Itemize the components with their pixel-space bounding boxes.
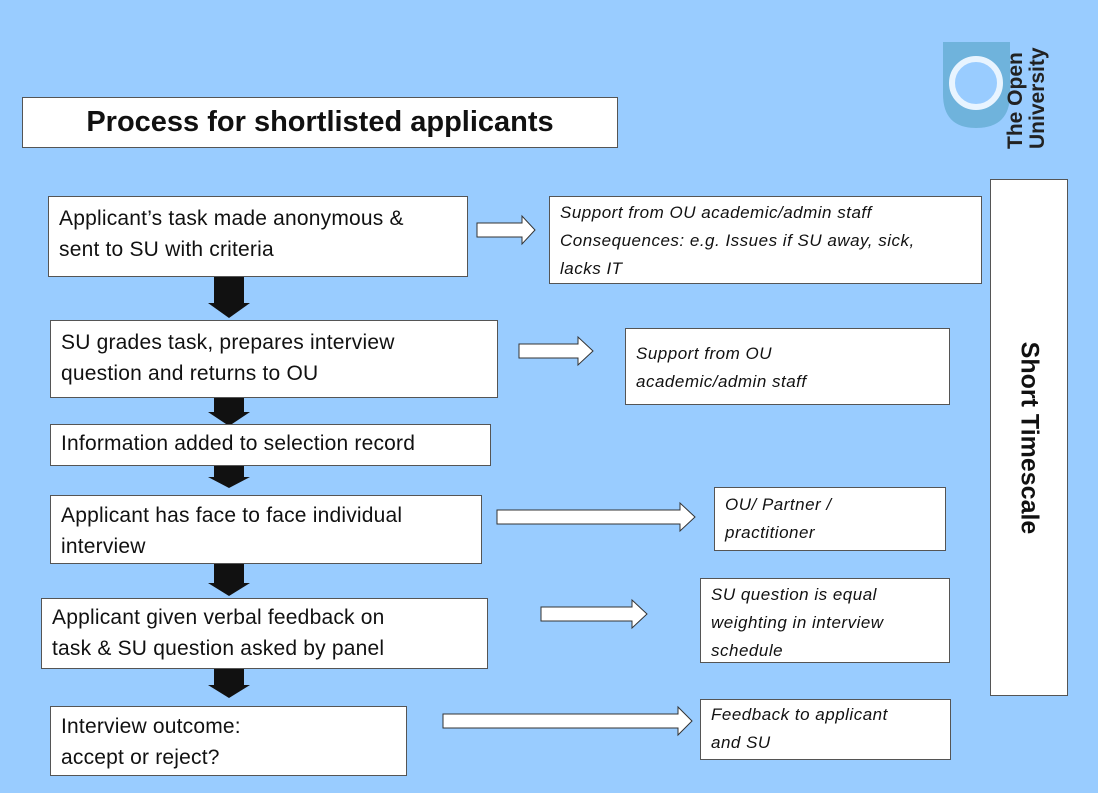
step-box-outcome: Interview outcome: accept or reject?	[50, 706, 407, 776]
right-arrows	[442, 214, 696, 737]
note-text-line: academic/admin staff	[636, 372, 807, 391]
note-text-line: Feedback to applicant	[711, 705, 888, 724]
down-arrows	[208, 277, 250, 698]
note-text-line: Support from OU	[636, 344, 772, 363]
step-text-line: Applicant’s task made anonymous &	[59, 207, 404, 230]
note-text-line: practitioner	[725, 523, 816, 542]
step-box-feedback: Applicant given verbal feedback on task …	[41, 598, 488, 669]
note-text-line: SU question is equal	[711, 585, 877, 604]
step-text-line: SU grades task, prepares interview	[61, 331, 395, 354]
timescale-box: Short Timescale	[990, 179, 1068, 696]
note-box-feedback: Feedback to applicant and SU	[700, 699, 951, 760]
right-arrow-4	[540, 598, 648, 630]
right-arrow-2	[518, 335, 594, 367]
note-box-partner: OU/ Partner / practitioner	[714, 487, 946, 551]
step-text-line: Applicant has face to face individual	[61, 504, 403, 527]
open-university-logo	[943, 42, 1010, 128]
timescale-label: Short Timescale	[1015, 341, 1044, 534]
note-box-weighting: SU question is equal weighting in interv…	[700, 578, 950, 663]
step-box-anonymise: Applicant’s task made anonymous & sent t…	[48, 196, 468, 277]
note-text-line: schedule	[711, 641, 784, 660]
note-text-line: Support from OU academic/admin staff	[560, 203, 872, 222]
down-arrow-4	[208, 563, 250, 596]
right-arrow-5	[442, 705, 693, 737]
note-box-support: Support from OU academic/admin staff	[625, 328, 950, 405]
step-box-selection-record: Information added to selection record	[50, 424, 491, 466]
step-text-line: Information added to selection record	[61, 432, 416, 455]
step-text-line: task & SU question asked by panel	[52, 637, 385, 660]
down-arrow-2	[208, 397, 250, 426]
page-title: Process for shortlisted applicants	[86, 106, 554, 138]
title-box: Process for shortlisted applicants	[22, 97, 618, 148]
down-arrow-5	[208, 668, 250, 698]
step-text-line: question and returns to OU	[61, 362, 319, 385]
down-arrow-3	[208, 466, 250, 488]
note-text-line: OU/ Partner /	[725, 495, 832, 514]
note-text-line: and SU	[711, 733, 771, 752]
note-text-line: lacks IT	[560, 259, 623, 278]
step-text-line: accept or reject?	[61, 746, 220, 769]
step-text-line: Applicant given verbal feedback on	[52, 606, 385, 629]
down-arrow-1	[208, 277, 250, 318]
right-arrow-3	[496, 501, 696, 533]
step-text-line: interview	[61, 535, 146, 558]
step-text-line: Interview outcome:	[61, 715, 241, 738]
step-box-interview: Applicant has face to face individual in…	[50, 495, 482, 564]
step-box-grading: SU grades task, prepares interview quest…	[50, 320, 498, 398]
right-arrow-1	[476, 214, 536, 246]
note-text-line: weighting in interview	[711, 613, 884, 632]
note-text-line: Consequences: e.g. Issues if SU away, si…	[560, 231, 915, 250]
note-box-support-consequences: Support from OU academic/admin staff Con…	[549, 196, 982, 284]
step-text-line: sent to SU with criteria	[59, 238, 274, 261]
